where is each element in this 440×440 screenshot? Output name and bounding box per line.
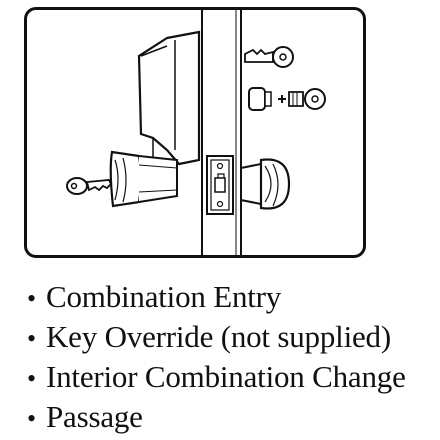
lock-diagram-frame xyxy=(24,7,366,258)
feature-label: Interior Combination Change xyxy=(46,359,406,394)
keypad-housing xyxy=(137,30,201,166)
feature-item-combination-entry: • Combination Entry xyxy=(27,278,406,318)
bullet: • xyxy=(27,404,36,433)
feature-item-interior-combination-change: • Interior Combination Change xyxy=(27,358,406,398)
feature-label: Combination Entry xyxy=(46,279,282,314)
feature-list: • Combination Entry • Key Override (not … xyxy=(27,278,406,438)
strike-plate xyxy=(206,155,234,215)
exterior-knob xyxy=(109,150,178,208)
bullet: • xyxy=(27,324,36,353)
top-key-icon xyxy=(244,46,294,68)
lock-diagram xyxy=(66,10,326,255)
interior-knob xyxy=(240,158,291,210)
bullet: • xyxy=(27,284,36,313)
bullet: • xyxy=(27,364,36,393)
feature-item-passage: • Passage xyxy=(27,398,406,438)
feature-item-key-override: • Key Override (not supplied) xyxy=(27,318,406,358)
feature-label: Key Override (not supplied) xyxy=(46,319,391,354)
exterior-key-icon xyxy=(66,177,113,195)
feature-label: Passage xyxy=(46,399,143,434)
interior-cylinder-plus-key-icon xyxy=(248,87,326,111)
